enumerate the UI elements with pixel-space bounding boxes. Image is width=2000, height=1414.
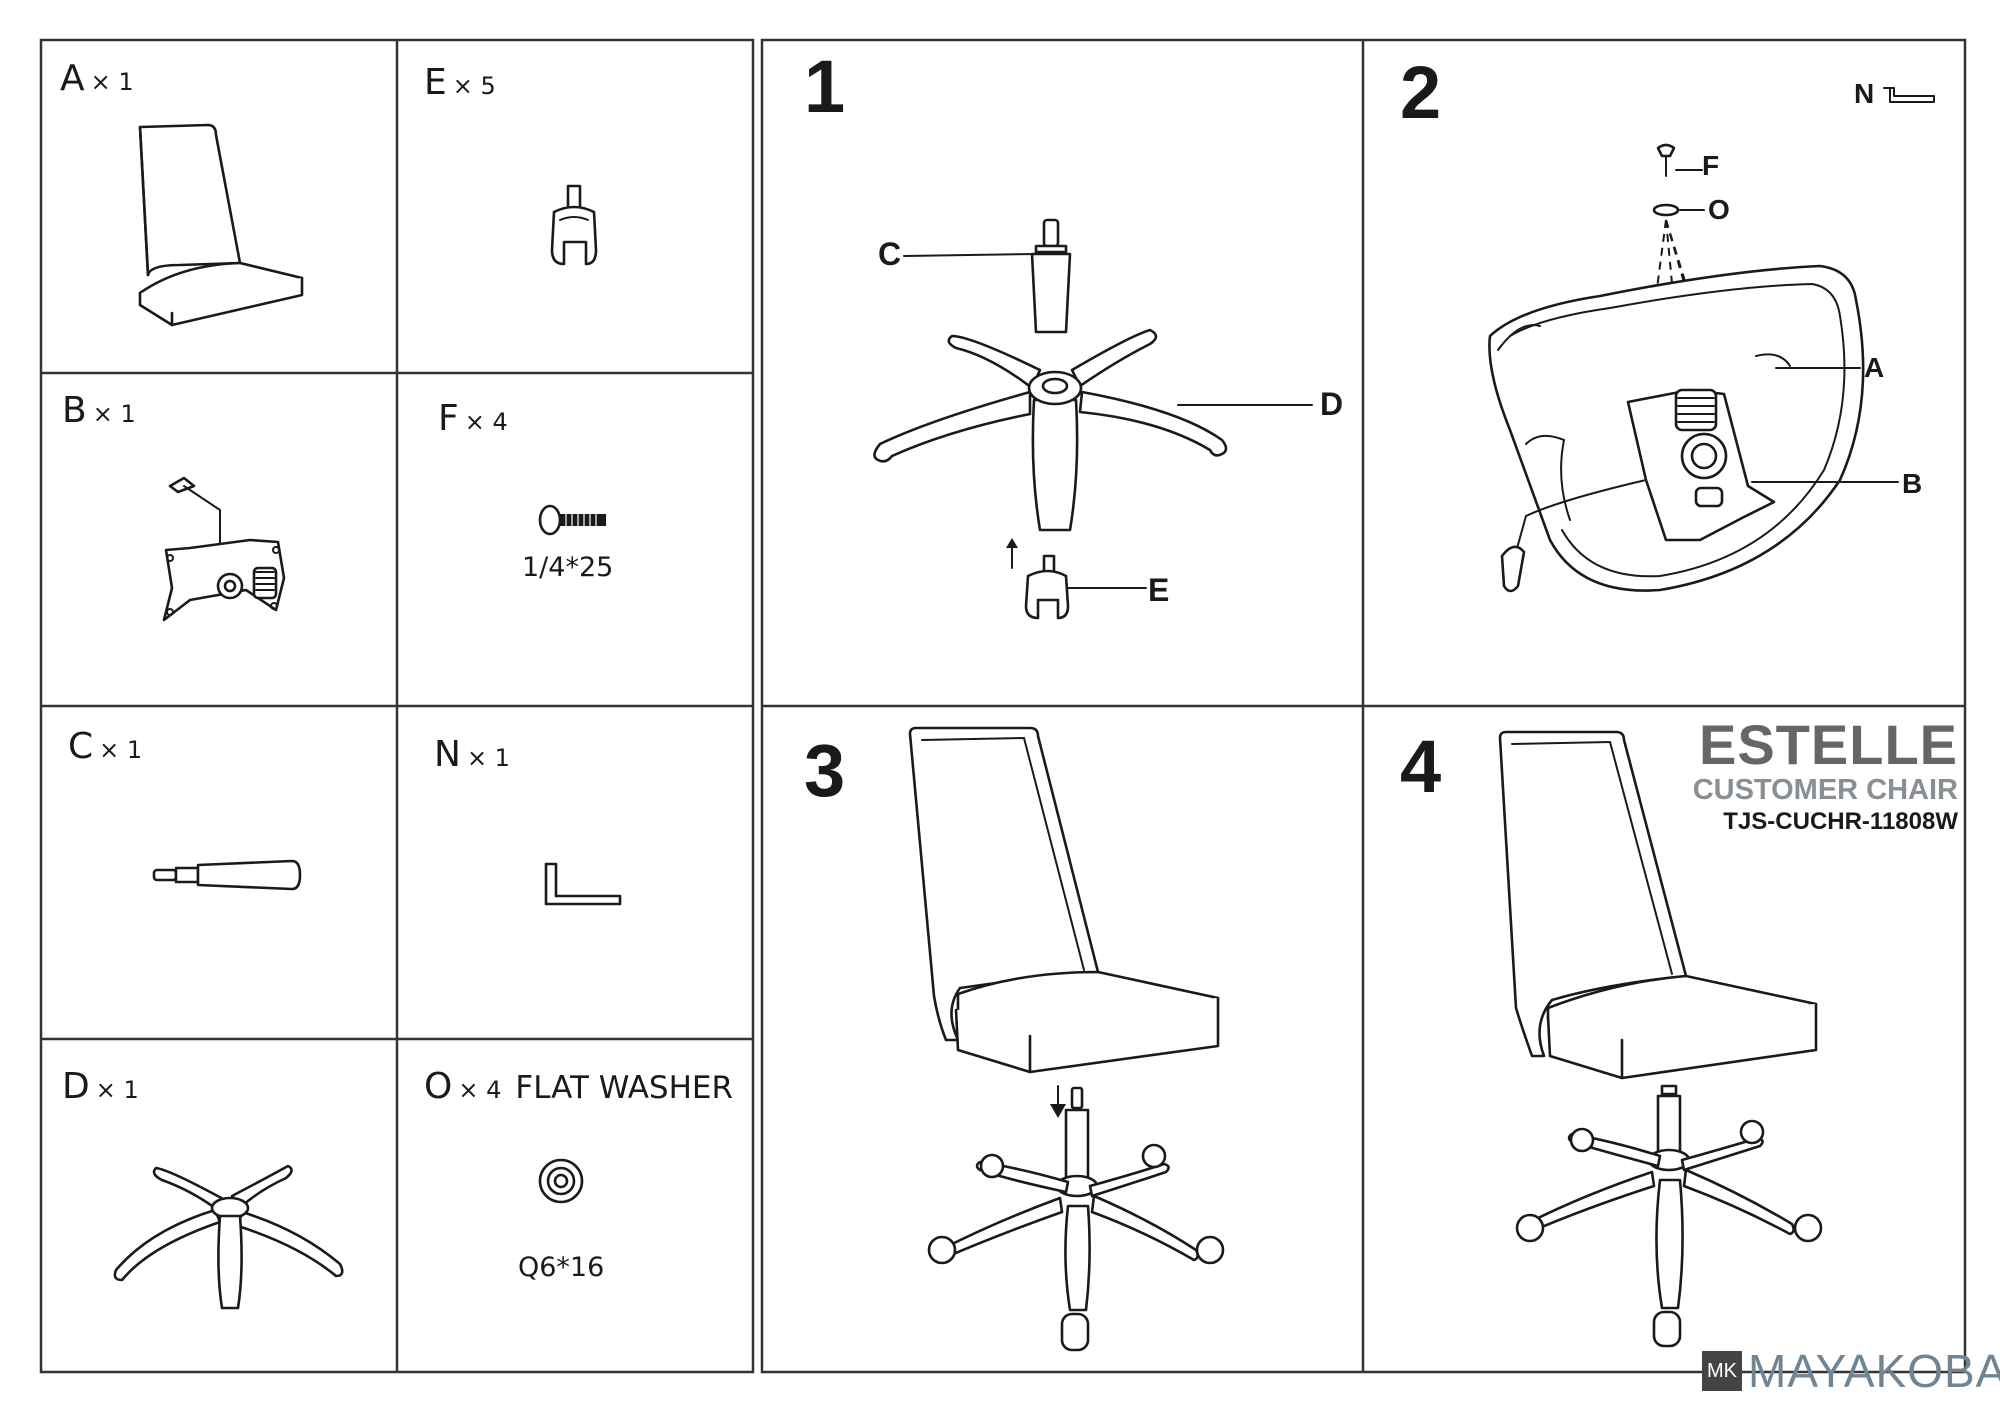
step2-callout-f: F	[1702, 150, 1720, 181]
logo-mark: MK	[1702, 1351, 1742, 1391]
step1-assembly-illustration	[873, 218, 1313, 620]
part-d-base-illustration	[113, 1164, 344, 1310]
step-number-3: 3	[804, 729, 846, 812]
step-number-2: 2	[1400, 51, 1442, 134]
part-label-e: E× 5	[424, 62, 496, 103]
step1-callout-e: E	[1148, 572, 1170, 608]
part-label-n: N× 1	[434, 734, 510, 775]
part-o-washer-illustration	[538, 1158, 584, 1204]
part-n-allen-key-illustration	[544, 862, 622, 906]
product-name: ESTELLE	[1698, 713, 1958, 776]
step2-allen-key-icon	[1883, 87, 1935, 103]
product-code: TJS-CUCHR-11808W	[1723, 808, 1958, 835]
part-label-c: C× 1	[68, 726, 143, 767]
part-a-seat-illustration	[138, 123, 304, 327]
part-f-bolt-illustration	[538, 504, 606, 536]
step1-callout-c: C	[878, 236, 902, 272]
part-label-d: D× 1	[62, 1066, 139, 1107]
part-e-caster-illustration	[550, 184, 598, 266]
step1-callout-d: D	[1320, 386, 1344, 422]
part-label-a: A× 1	[60, 58, 134, 99]
bolt-spec: 1/4*25	[522, 552, 614, 583]
part-label-f: F× 4	[438, 398, 508, 439]
step2-callout-b: B	[1902, 468, 1923, 499]
washer-spec: Q6*16	[518, 1252, 605, 1283]
step2-callout-n: N	[1854, 78, 1875, 109]
step2-callout-a: A	[1864, 352, 1885, 383]
product-category: CUSTOMER CHAIR	[1692, 774, 1958, 806]
part-c-gaslift-illustration	[152, 859, 302, 891]
step3-assembly-illustration	[908, 726, 1225, 1352]
step-number-4: 4	[1400, 725, 1442, 808]
step2-callout-o: O	[1708, 194, 1730, 225]
brand-logo: MK MAYAKOBA	[1702, 1344, 2000, 1398]
part-b-mechanism-illustration	[162, 476, 286, 622]
step-number-1: 1	[804, 45, 846, 128]
part-label-b: B× 1	[62, 390, 136, 431]
step2-assembly-illustration	[1488, 143, 1899, 593]
step4-assembled-chair-illustration	[1498, 730, 1823, 1348]
logo-text: MAYAKOBA	[1748, 1345, 2000, 1397]
